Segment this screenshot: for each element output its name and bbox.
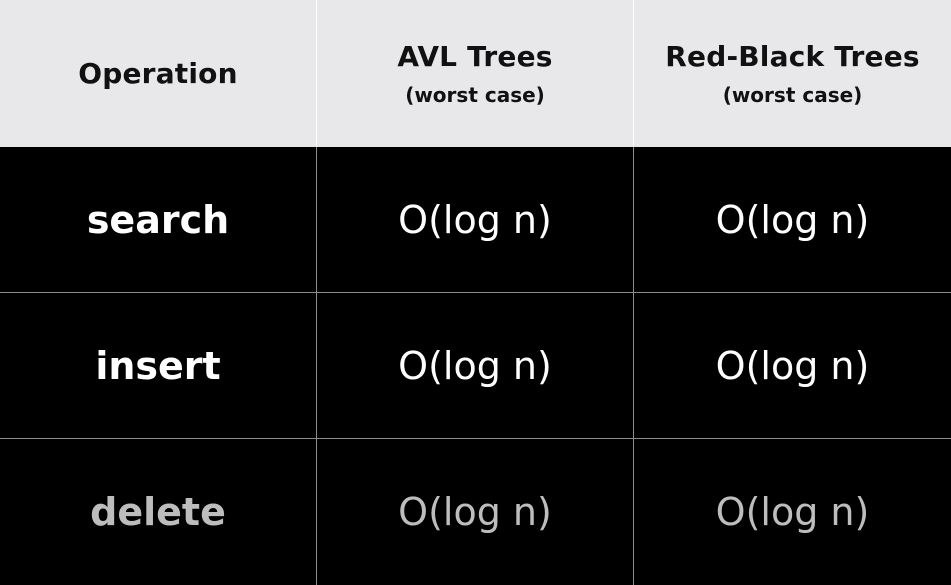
header-rb-title: Red-Black Trees: [665, 40, 920, 73]
table-row-search-avl: O(log n): [317, 147, 634, 293]
complexity-value: O(log n): [398, 343, 552, 388]
header-avl-subtitle: (worst case): [405, 83, 545, 107]
complexity-value: O(log n): [398, 490, 552, 534]
table-row-insert-avl: O(log n): [317, 293, 634, 439]
complexity-value: O(log n): [715, 343, 870, 388]
table-row-delete-operation: delete: [0, 439, 317, 585]
table-row-insert-operation: insert: [0, 293, 317, 439]
header-operation-cell: Operation: [0, 0, 317, 147]
complexity-value: O(log n): [715, 197, 870, 242]
table-row-search-rb: O(log n): [634, 147, 951, 293]
complexity-value: O(log n): [715, 490, 870, 534]
table-row-insert-rb: O(log n): [634, 293, 951, 439]
operation-label: search: [86, 197, 230, 242]
header-rb-subtitle: (worst case): [722, 83, 863, 107]
table-row-delete-avl: O(log n): [317, 439, 634, 585]
table-row-search-operation: search: [0, 147, 317, 293]
complexity-value: O(log n): [398, 197, 552, 242]
operation-label: delete: [90, 490, 226, 534]
table-row-delete-rb: O(log n): [634, 439, 951, 585]
header-operation-label: Operation: [78, 57, 238, 90]
header-rb-cell: Red-Black Trees (worst case): [634, 0, 951, 147]
header-avl-title: AVL Trees: [397, 40, 553, 73]
header-avl-cell: AVL Trees (worst case): [317, 0, 634, 147]
operation-label: insert: [95, 343, 221, 388]
